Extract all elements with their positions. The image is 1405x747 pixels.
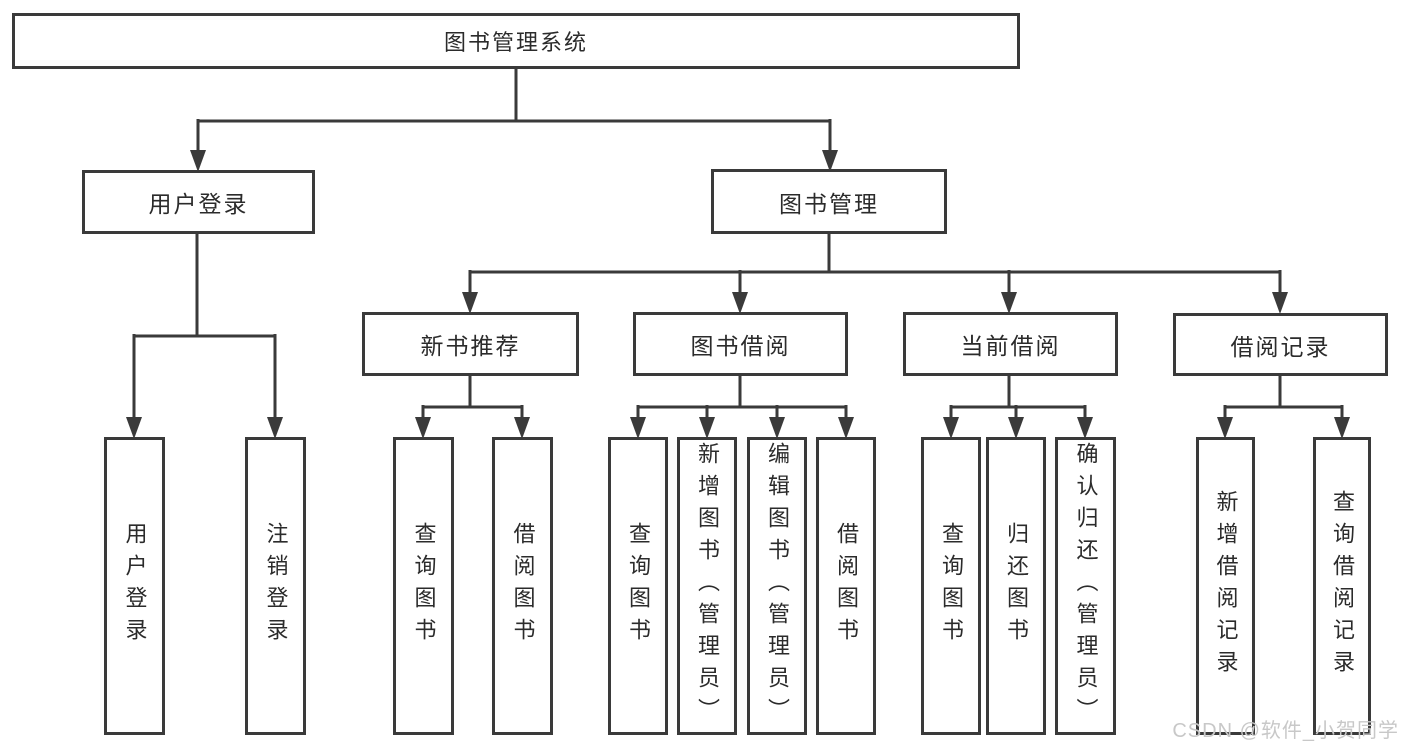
leaf-return-books: 归还图书 — [986, 437, 1046, 735]
leaf-add-borrow-record: 新增借阅记录 — [1196, 437, 1255, 735]
leaf-borrow-books-1: 借阅图书 — [492, 437, 553, 735]
csdn-watermark: CSDN @软件_小贺同学 — [1172, 720, 1399, 742]
leaf-confirm-return-admin: 确认归还（管理员） — [1055, 437, 1116, 735]
leaf-query-books-3-label: 查询图书 — [939, 522, 964, 650]
leaf-borrow-books-2: 借阅图书 — [816, 437, 876, 735]
node-borrow-records: 借阅记录 — [1173, 313, 1388, 376]
leaf-query-books-2: 查询图书 — [608, 437, 668, 735]
node-library-management-system: 图书管理系统 — [12, 13, 1020, 69]
leaf-query-borrow-record-label: 查询借阅记录 — [1330, 490, 1355, 682]
leaf-add-borrow-record-label: 新增借阅记录 — [1213, 490, 1239, 682]
leaf-logout: 注销登录 — [245, 437, 306, 735]
leaf-logout-label: 注销登录 — [263, 522, 289, 650]
leaf-query-books-2-label: 查询图书 — [626, 522, 651, 650]
leaf-user-login-label: 用户登录 — [122, 522, 148, 650]
node-new-book-recommend: 新书推荐 — [362, 312, 579, 376]
leaf-borrow-books-1-label: 借阅图书 — [510, 522, 536, 650]
leaf-query-books-1-label: 查询图书 — [411, 522, 437, 650]
node-book-management: 图书管理 — [711, 169, 947, 234]
leaf-edit-books-admin-label: 编辑图书（管理员） — [765, 442, 790, 730]
leaf-user-login: 用户登录 — [104, 437, 165, 735]
node-user-login: 用户登录 — [82, 170, 315, 234]
leaf-return-books-label: 归还图书 — [1004, 522, 1029, 650]
leaf-edit-books-admin: 编辑图书（管理员） — [747, 437, 807, 735]
leaf-confirm-return-admin-label: 确认归还（管理员） — [1073, 442, 1099, 730]
leaf-query-books-3: 查询图书 — [921, 437, 981, 735]
leaf-add-books-admin: 新增图书（管理员） — [677, 437, 737, 735]
leaf-add-books-admin-label: 新增图书（管理员） — [695, 442, 720, 730]
leaf-query-books-1: 查询图书 — [393, 437, 454, 735]
node-book-borrow: 图书借阅 — [633, 312, 848, 376]
leaf-borrow-books-2-label: 借阅图书 — [834, 522, 859, 650]
node-current-borrow: 当前借阅 — [903, 312, 1118, 376]
leaf-query-borrow-record: 查询借阅记录 — [1313, 437, 1371, 735]
